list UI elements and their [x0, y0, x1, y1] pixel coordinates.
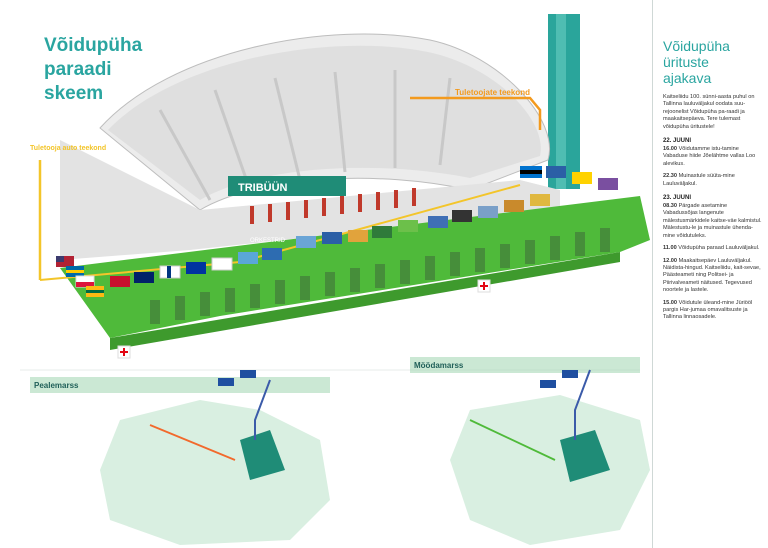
- torch-route-label: Tuletoojate teekond: [455, 88, 530, 97]
- torch-auto-label: Tuletooja auto teekond: [30, 145, 106, 152]
- torch-row: [250, 188, 416, 224]
- medical-icon: [117, 279, 491, 359]
- schedule-day: 22. JUUNI 16.00 Võidutamme istu-tamine V…: [663, 138, 756, 187]
- march-in-label: Pealemarss: [34, 381, 79, 390]
- vehicle-icon: [218, 370, 578, 388]
- schedule-sidebar: Võidupüha ürituste ajakava Kaitseliidu 1…: [652, 0, 768, 548]
- inset-map-march-in: [100, 400, 330, 545]
- inset-map-march-past: [450, 395, 650, 545]
- tribune-label: TRIBÜÜN: [238, 181, 288, 194]
- stands: [60, 140, 560, 260]
- torch-route-line: [410, 96, 542, 130]
- schedule-intro: Kaitseliidu 100. sünni-aasta puhul on Ta…: [663, 94, 755, 130]
- flag-row: [56, 166, 618, 297]
- schedule-title: Võidupüha ürituste ajakava: [663, 38, 730, 86]
- orchestra-label: ORKESTRID: [250, 238, 286, 244]
- schedule-day: 23. JUUNI 08.30 Pärgade asetamine Vabadu…: [663, 195, 762, 321]
- inset-march-in-bg: [30, 377, 330, 393]
- inset-march-past-bg: [410, 357, 640, 373]
- march-past-label: Möödamarss: [414, 361, 464, 370]
- tribune-banner: [228, 176, 346, 196]
- page-title: Võidupüha paraadi skeem: [44, 35, 143, 104]
